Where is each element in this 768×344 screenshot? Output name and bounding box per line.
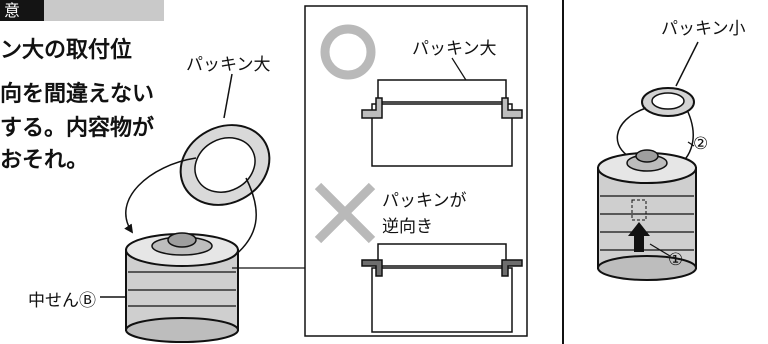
caution-line-3: する。内容物が (0, 116, 155, 141)
step1-leader (649, 243, 671, 257)
flip-arrow-left (124, 157, 197, 234)
step-2-marker: ② (693, 134, 709, 154)
large-gasket-label: パッキン大 (186, 55, 271, 75)
large-gasket-ring-icon (179, 124, 271, 206)
inner-plug-mark: Ⓑ (79, 291, 96, 311)
small-gasket-label: パッキン小 (661, 19, 746, 39)
caution-line-1: ン大の取付位 (0, 38, 133, 63)
step-1-marker: ① (668, 250, 684, 270)
inner-plug-text: 中せん (28, 291, 79, 311)
inner-plug-label: 中せんⒷ (28, 286, 96, 311)
small-gasket-ring-icon (641, 87, 695, 117)
small-gasket-leader (675, 41, 699, 87)
wrong-label-line-2: 逆向き (382, 217, 433, 237)
correct-label: パッキン大 (412, 39, 497, 59)
wrong-label-line-1: パッキンが (382, 191, 467, 211)
caution-header-bar (44, 0, 164, 21)
inner-plug-icon (125, 232, 239, 343)
step2-leader (687, 141, 695, 147)
caution-line-4: おそれ。 (0, 148, 89, 173)
correct-cross-section-icon (361, 79, 523, 167)
wrong-cross-section-icon (361, 243, 523, 333)
large-gasket-leader (223, 73, 233, 119)
push-up-arrow-icon (628, 199, 650, 252)
right-inner-plug-icon (597, 149, 697, 281)
wrong-x-icon (314, 182, 376, 244)
caution-line-2: 向を間違えない (0, 82, 155, 107)
caution-header: 意 (0, 0, 44, 21)
correct-circle-icon (320, 24, 376, 80)
